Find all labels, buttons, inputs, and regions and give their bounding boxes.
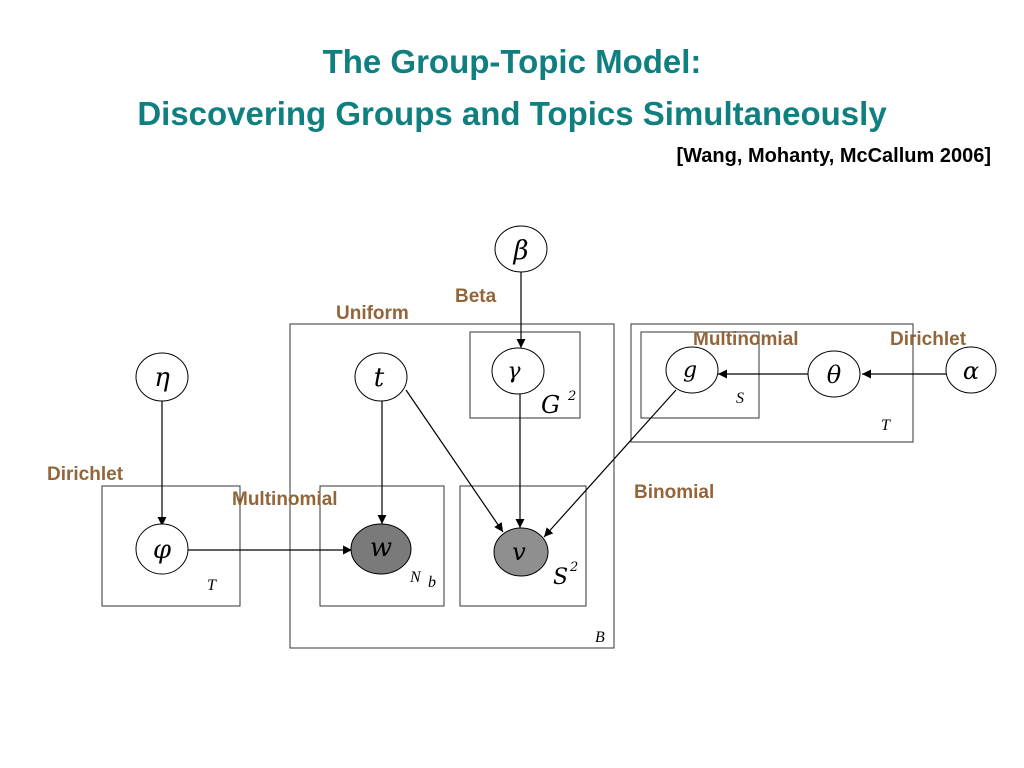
plate-b [289, 323, 615, 649]
plate-s-inner-label: S [736, 390, 744, 407]
plate-t-outer-label: T [881, 417, 891, 434]
node-g: g [665, 346, 719, 394]
label-binomial-dist: Binomial [634, 482, 714, 503]
plate-v-label-sup: 2 [569, 560, 578, 575]
node-eta-symbol: η [154, 363, 170, 393]
node-eta: η [135, 352, 189, 402]
node-t-symbol: t [374, 363, 385, 393]
node-g-symbol: g [683, 358, 697, 383]
plate-gamma-label: G [541, 391, 560, 419]
plate-s-inner [640, 331, 760, 419]
plate-v [459, 485, 587, 607]
label-multinomial-top: Multinomial [693, 329, 799, 350]
node-theta: θ [807, 350, 861, 398]
label-uniform-dist: Uniform [336, 303, 409, 324]
node-beta: β [494, 225, 548, 273]
node-alpha-symbol: α [963, 357, 979, 385]
citation: [Wang, Mohanty, McCallum 2006] [676, 145, 991, 167]
node-theta-symbol: θ [827, 361, 842, 389]
label-beta-dist: Beta [455, 286, 497, 307]
plate-words-label: N [409, 569, 422, 586]
label-dirichlet-right: Dirichlet [890, 329, 967, 350]
edge-t-v [405, 389, 504, 533]
node-w: w [350, 523, 412, 575]
slide-title: The Group-Topic Model: Discovering Group… [0, 36, 1024, 140]
plate-v-label: S [553, 565, 568, 590]
plate-phi [101, 485, 241, 607]
node-beta-symbol: β [512, 236, 528, 266]
label-dirichlet-left: Dirichlet [47, 464, 124, 485]
edge-g-v [543, 389, 677, 538]
title-line-1: The Group-Topic Model: [322, 43, 702, 80]
plate-gamma [469, 331, 581, 419]
label-multinomial-left: Multinomial [232, 489, 338, 510]
plate-gamma-label-sup: 2 [567, 389, 576, 404]
plate-phi-label: T [207, 577, 217, 594]
node-t: t [354, 352, 408, 402]
title-line-2: Discovering Groups and Topics Simultaneo… [137, 95, 887, 132]
node-v: v [493, 527, 549, 577]
node-v-symbol: v [512, 538, 526, 566]
node-phi-symbol: φ [153, 535, 172, 565]
plate-t-outer [630, 323, 914, 443]
node-w-symbol: w [370, 533, 392, 563]
node-phi: φ [135, 523, 189, 575]
plate-b-label: B [595, 629, 605, 646]
node-alpha: α [945, 346, 997, 394]
node-gamma-symbol: γ [507, 359, 521, 384]
plate-words-label-sub: b [428, 574, 436, 591]
node-gamma: γ [491, 347, 545, 395]
